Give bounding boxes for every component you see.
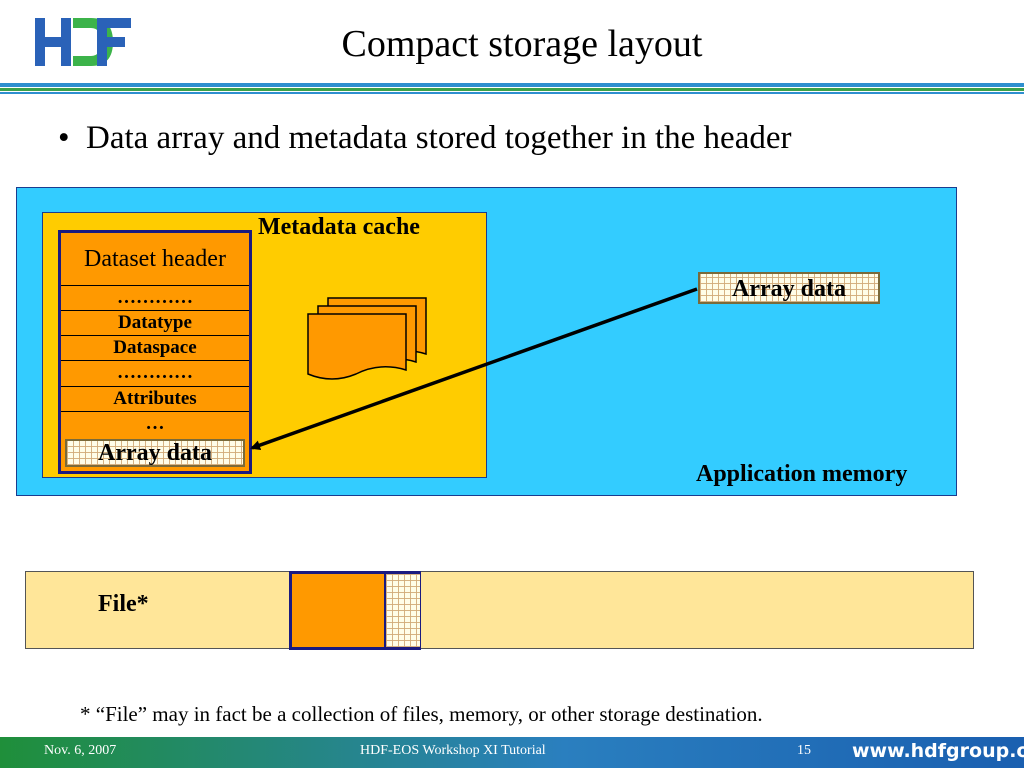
dataset-array-data: Array data (65, 439, 245, 467)
slide-title: Compact storage layout (341, 23, 703, 65)
dataset-row-dataspace: Dataspace (61, 335, 249, 360)
footer-url: www.hdfgroup.org (852, 740, 1024, 762)
hdf-logo (35, 18, 131, 66)
document-stack-icon (307, 297, 427, 380)
footnote: * “File” may in fact be a collection of … (80, 702, 763, 726)
dataset-row-datatype: Datatype (61, 310, 249, 335)
bullet-item: • Data array and metadata stored together… (58, 120, 792, 157)
footer-bar (0, 737, 1024, 768)
footer-date: Nov. 6, 2007 (44, 743, 117, 758)
bullet-icon: • (58, 120, 70, 156)
dataset-header-title: Dataset header (84, 246, 226, 272)
footer-page-number: 15 (797, 743, 811, 758)
file-box (25, 571, 974, 649)
application-memory-label: Application memory (696, 461, 908, 487)
dataset-row: ………… (61, 360, 249, 385)
dataset-row: ………… (61, 285, 249, 310)
file-array-data (384, 574, 420, 647)
title-divider (0, 83, 1024, 94)
file-label: File* (98, 591, 149, 617)
footer-event: HDF-EOS Workshop XI Tutorial (360, 743, 546, 758)
dataset-header-panel: Dataset header ………… Datatype Dataspace …… (58, 230, 252, 474)
dataset-row-attributes: Attributes (61, 386, 249, 411)
dataset-row: … (61, 411, 249, 439)
metadata-cache-label: Metadata cache (258, 214, 420, 240)
file-dataset-block (289, 571, 421, 650)
external-array-data: Array data (698, 272, 880, 304)
bullet-text: Data array and metadata stored together … (86, 120, 792, 156)
